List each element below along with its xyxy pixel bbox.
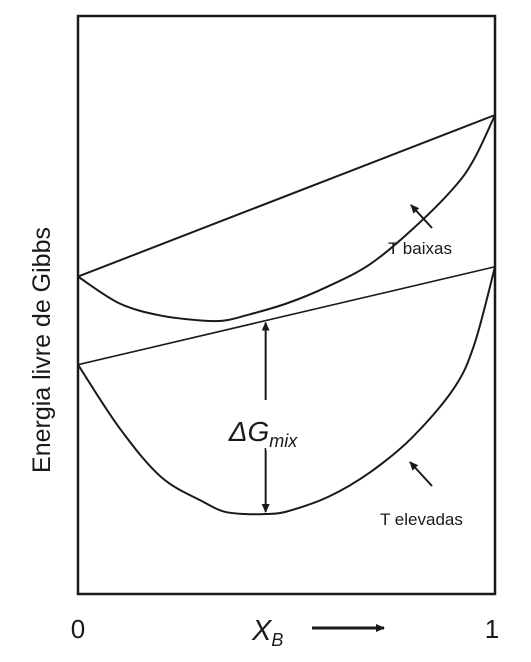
- x-tick-label-0: 0: [71, 614, 85, 644]
- delta-g-mix-label-sub: mix: [269, 431, 298, 451]
- delta-g-mix-label-base: ΔG: [228, 416, 270, 447]
- x-axis-label: XB: [251, 615, 283, 650]
- series-label-t-elevadas: T elevadas: [380, 510, 463, 529]
- pointer-arrow-t-elevadas: [409, 461, 433, 487]
- pointer-arrow-t-baixas: [410, 204, 433, 229]
- tangent-line-t-elevadas: [77, 265, 496, 366]
- y-axis-label: Energia livre de Gibbs: [28, 227, 56, 473]
- series-label-t-baixas: T baixas: [388, 239, 452, 258]
- curve-t-elevadas: [77, 266, 496, 516]
- plot-frame: [76, 14, 497, 596]
- x-axis-label-base: X: [251, 615, 273, 647]
- tangent-line-t-baixas: [77, 114, 496, 278]
- x-tick-label-1: 1: [485, 614, 499, 644]
- curve-t-baixas: [77, 114, 496, 323]
- delta-g-mix-label: ΔGmix: [228, 416, 299, 451]
- x-axis-label-sub: B: [271, 630, 283, 650]
